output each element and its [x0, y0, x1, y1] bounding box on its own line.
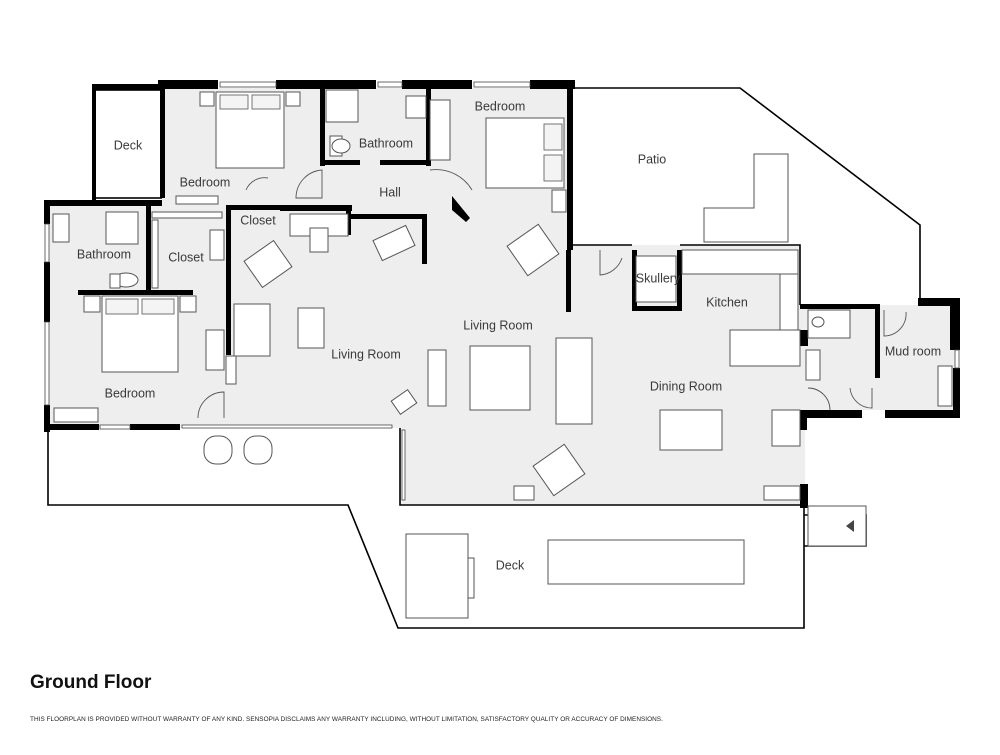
- walls: [44, 80, 960, 508]
- label-bedroom-top: Bedroom: [180, 175, 231, 189]
- label-living-room-main: Living Room: [463, 318, 532, 332]
- deck-table: [547, 539, 745, 585]
- dining-table: [659, 409, 723, 451]
- doors: [197, 169, 907, 419]
- label-patio: Patio: [638, 152, 667, 166]
- label-deck-top: Deck: [114, 138, 143, 152]
- label-bedroom-right: Bedroom: [475, 99, 526, 113]
- label-mud-room: Mud room: [885, 344, 941, 358]
- label-bedroom-left: Bedroom: [105, 386, 156, 400]
- room-labels: Deck Bedroom Bathroom Bedroom Patio Hall…: [77, 99, 941, 572]
- windows: [44, 81, 960, 501]
- label-hall: Hall: [379, 185, 401, 199]
- label-closet-top: Closet: [240, 213, 276, 227]
- furniture: [52, 89, 953, 619]
- label-closet-left: Closet: [168, 250, 204, 264]
- label-living-room-left: Living Room: [331, 347, 400, 361]
- label-kitchen: Kitchen: [706, 295, 748, 309]
- shower: [325, 89, 359, 123]
- label-deck-bottom: Deck: [496, 558, 525, 572]
- deck-lounger: [405, 533, 469, 619]
- patio-sofa: [703, 153, 789, 243]
- label-bathroom-top: Bathroom: [359, 136, 413, 150]
- label-bathroom-left: Bathroom: [77, 247, 131, 261]
- floor-title: Ground Floor: [30, 672, 152, 693]
- floor-areas: [48, 88, 958, 628]
- label-skullery: Skullery: [636, 271, 681, 285]
- disclaimer-text: THIS FLOORPLAN IS PROVIDED WITHOUT WARRA…: [30, 716, 663, 723]
- label-dining-room: Dining Room: [650, 379, 722, 393]
- shower-left: [105, 211, 139, 245]
